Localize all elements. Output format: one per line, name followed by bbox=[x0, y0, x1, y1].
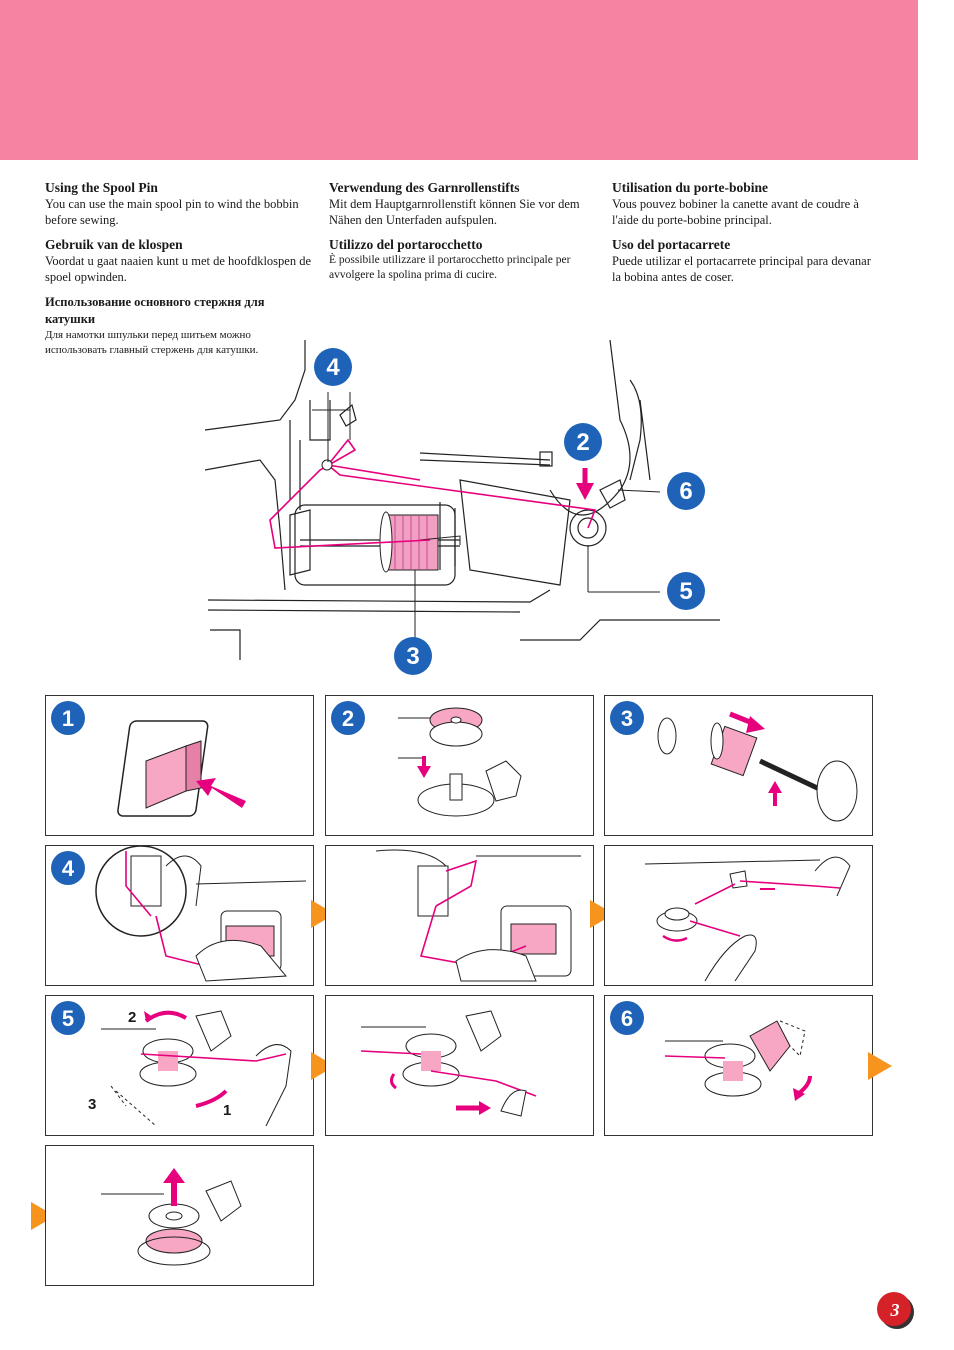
bobbin-winding-start-illustration bbox=[360, 1010, 537, 1117]
step-panel-1: 1 bbox=[45, 695, 314, 836]
section-body: Puede utilizar el portacarrete principal… bbox=[612, 254, 871, 284]
section-fr: Utilisation du porte-bobine Vous pouvez … bbox=[612, 180, 882, 228]
bobbin-winder-shaft-illustration bbox=[664, 1020, 812, 1101]
svg-text:5: 5 bbox=[679, 578, 692, 605]
callout-3: 3 bbox=[394, 637, 432, 675]
bobbin-wind-thread-illustration bbox=[644, 856, 851, 982]
step-panel-5b bbox=[325, 995, 594, 1136]
text-column-3: Utilisation du porte-bobine Vous pouvez … bbox=[612, 180, 882, 294]
text-column-1: Using the Spool Pin You can use the main… bbox=[45, 180, 315, 367]
svg-text:4: 4 bbox=[62, 856, 75, 881]
header-banner bbox=[0, 0, 918, 160]
section-title: Использование основного стержня для кату… bbox=[45, 295, 265, 326]
section-es: Uso del portacarrete Puede utilizar el p… bbox=[612, 237, 882, 285]
step-badge-4: 4 bbox=[51, 851, 85, 885]
section-title: Gebruik van de klospen bbox=[45, 237, 183, 252]
page-number: 3 bbox=[890, 1300, 900, 1320]
step-panel-6b bbox=[45, 1145, 314, 1286]
step-panel-3: 3 bbox=[604, 695, 873, 836]
spool-placement-illustration bbox=[657, 711, 858, 822]
text-column-2: Verwendung des Garnrollenstifts Mit dem … bbox=[329, 180, 599, 292]
step-badge-3: 3 bbox=[610, 701, 644, 735]
svg-text:2: 2 bbox=[342, 706, 354, 731]
section-body: Mit dem Hauptgarnrollenstift können Sie … bbox=[329, 197, 580, 227]
callout-5: 5 bbox=[667, 572, 705, 610]
section-title: Utilisation du porte-bobine bbox=[612, 180, 769, 195]
bobbin-winding-illustration bbox=[101, 1010, 292, 1127]
svg-text:2: 2 bbox=[576, 429, 589, 456]
section-title: Using the Spool Pin bbox=[45, 180, 158, 195]
step-badge-2: 2 bbox=[331, 701, 365, 735]
section-body: Vous pouvez bobiner la canette avant de … bbox=[612, 197, 859, 227]
callout-6: 6 bbox=[667, 472, 705, 510]
page-number-badge bbox=[877, 1292, 914, 1329]
thread-path-illustration bbox=[375, 849, 581, 982]
thread-guide-illustration bbox=[95, 846, 307, 982]
machine-diagram: 4 2 6 5 3 bbox=[200, 340, 730, 680]
svg-text:3: 3 bbox=[621, 706, 633, 731]
section-title: Verwendung des Garnrollenstifts bbox=[329, 180, 520, 195]
callout-label: 3 bbox=[88, 1096, 97, 1113]
step-badge-6: 6 bbox=[610, 1001, 644, 1035]
section-de: Verwendung des Garnrollenstifts Mit dem … bbox=[329, 180, 599, 228]
step-panel-2: 2 bbox=[325, 695, 594, 836]
svg-text:6: 6 bbox=[621, 1006, 633, 1031]
step-badge-5: 5 bbox=[51, 1001, 85, 1035]
section-body: È possibile utilizzare il portarocchetto… bbox=[329, 254, 571, 281]
section-it: Utilizzo del portarocchetto È possibile … bbox=[329, 237, 599, 283]
section-en: Using the Spool Pin You can use the main… bbox=[45, 180, 315, 228]
bobbin-placement-illustration bbox=[398, 707, 522, 817]
bobbin-remove-illustration bbox=[101, 1168, 242, 1266]
sequence-arrow bbox=[868, 1052, 892, 1080]
section-body: Voordat u gaat naaien kunt u met de hoof… bbox=[45, 254, 312, 284]
svg-text:4: 4 bbox=[326, 354, 340, 381]
section-body: You can use the main spool pin to wind t… bbox=[45, 197, 299, 227]
callout-label: 2 bbox=[128, 1009, 137, 1026]
section-title: Uso del portacarrete bbox=[612, 237, 731, 252]
svg-text:5: 5 bbox=[62, 1006, 74, 1031]
callout-4: 4 bbox=[314, 348, 352, 386]
section-nl: Gebruik van de klospen Voordat u gaat na… bbox=[45, 237, 315, 285]
step-panel-5a: 2 3 1 5 bbox=[45, 995, 314, 1136]
step-panel-4b bbox=[325, 845, 594, 986]
step-panel-4c bbox=[604, 845, 873, 986]
svg-text:1: 1 bbox=[62, 706, 74, 731]
machine-illustration bbox=[204, 340, 720, 660]
section-body: Для намотки шпульки перед шитьем можно и… bbox=[45, 329, 259, 356]
svg-text:3: 3 bbox=[406, 643, 419, 670]
section-title: Utilizzo del portarocchetto bbox=[329, 237, 483, 252]
step-panel-4a: 4 bbox=[45, 845, 314, 986]
callout-2: 2 bbox=[564, 423, 602, 461]
step-badge-1: 1 bbox=[51, 701, 85, 735]
svg-text:6: 6 bbox=[679, 478, 692, 505]
callout-label: 1 bbox=[223, 1102, 232, 1119]
step-panel-6: 6 bbox=[604, 995, 873, 1136]
section-ru: Использование основного стержня для кату… bbox=[45, 294, 315, 358]
power-switch-illustration bbox=[117, 720, 246, 817]
